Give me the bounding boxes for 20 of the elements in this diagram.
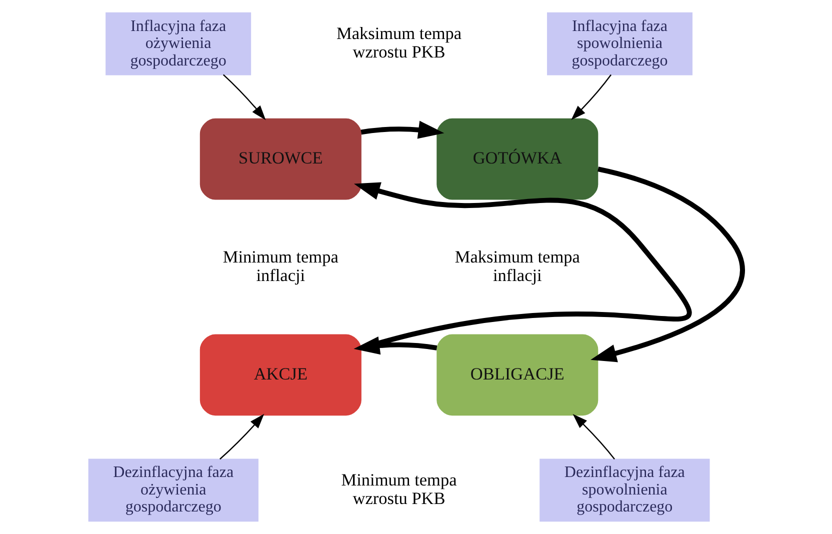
arrow [572, 414, 615, 460]
label: Minimum tempa wzrostu PKB [341, 470, 457, 508]
arrow [590, 166, 745, 362]
arrow [571, 74, 612, 120]
node-box: Inflacyjna faza spowolnienia gospodarczego [547, 12, 692, 76]
node-box: AKCJE [200, 334, 362, 416]
label: Maksimum tempa inflacji [454, 247, 580, 285]
node-box: OBLIGACJE [436, 334, 598, 416]
label: Minimum tempa inflacji [222, 247, 338, 285]
node-box: Dezinflacyjna faza spowolnienia gospodarczego [540, 458, 710, 522]
arrow [360, 120, 444, 139]
arrow [354, 336, 438, 355]
node-box: SUROWCE [200, 118, 362, 200]
node-box: GOTÓWKA [436, 118, 598, 200]
label: Maksimum tempa wzrostu PKB [336, 24, 462, 62]
node-box: Dezinflacyjna faza ożywienia gospodarczego [88, 458, 258, 522]
arrow [222, 74, 266, 120]
arrow [220, 414, 264, 460]
node-box: Inflacyjna faza ożywienia gospodarczego [106, 12, 252, 76]
arrow [354, 182, 691, 351]
